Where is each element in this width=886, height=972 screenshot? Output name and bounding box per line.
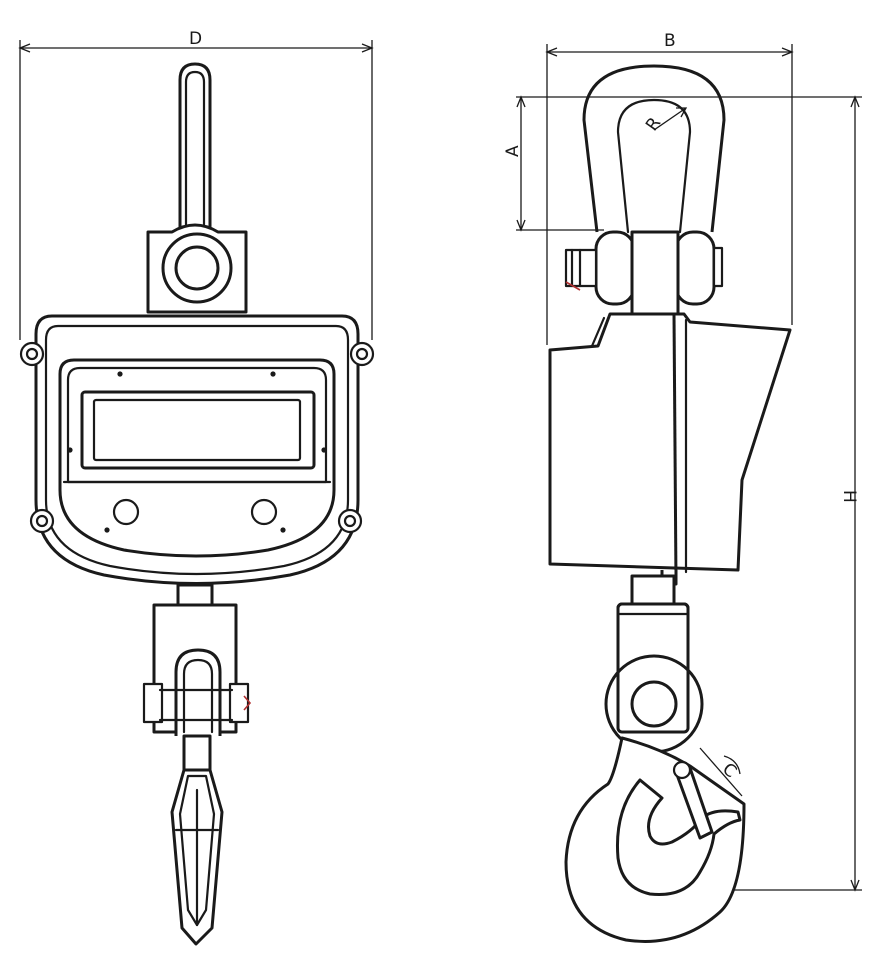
display-screen xyxy=(92,398,302,462)
scale-housing xyxy=(19,314,375,585)
swivel-neck xyxy=(630,574,676,608)
dimension-h-label: H xyxy=(839,490,859,503)
mount-lug-bottom-right xyxy=(337,508,363,534)
shackle-ear-right xyxy=(674,230,716,306)
mount-lug-top-left xyxy=(19,341,45,367)
side-hook: C xyxy=(564,736,746,943)
dimension-h: H xyxy=(660,95,862,892)
side-swivel xyxy=(604,574,704,754)
side-housing xyxy=(548,312,792,586)
hook-hub-bore xyxy=(630,680,678,728)
top-shackle xyxy=(178,62,212,240)
pin-nut xyxy=(712,246,724,288)
front-panel xyxy=(58,358,336,558)
screw xyxy=(280,527,286,533)
screw xyxy=(270,371,276,377)
left-button xyxy=(112,498,140,526)
display-window xyxy=(80,390,316,470)
screw xyxy=(104,527,110,533)
dimension-b-label: B xyxy=(664,31,676,51)
dimension-a: A xyxy=(503,95,660,232)
clevis-pin-right xyxy=(228,682,250,724)
dimension-d-label: D xyxy=(189,29,202,49)
shackle-ear-left xyxy=(594,230,636,306)
shackle-center-post xyxy=(630,230,680,316)
screw xyxy=(321,447,327,453)
lower-neck xyxy=(176,583,214,607)
clevis-pin-left xyxy=(142,682,164,724)
side-shackle: R xyxy=(582,64,726,234)
mount-lug-top-right xyxy=(349,341,375,367)
dimension-d: D xyxy=(18,29,374,340)
dimension-a-label: A xyxy=(503,145,523,157)
dimension-r-label: R xyxy=(642,114,665,135)
lower-clevis xyxy=(142,603,252,736)
side-view: B A H R xyxy=(503,31,862,943)
screw xyxy=(67,447,73,453)
screw xyxy=(117,371,123,377)
right-button xyxy=(250,498,278,526)
mount-lug-bottom-left xyxy=(29,508,55,534)
dimension-b: B xyxy=(545,31,794,345)
top-block xyxy=(146,223,248,314)
front-view: D xyxy=(18,29,375,946)
shackle-pin xyxy=(564,230,724,316)
front-hook xyxy=(170,734,224,946)
dimension-c-label: C xyxy=(718,759,740,782)
